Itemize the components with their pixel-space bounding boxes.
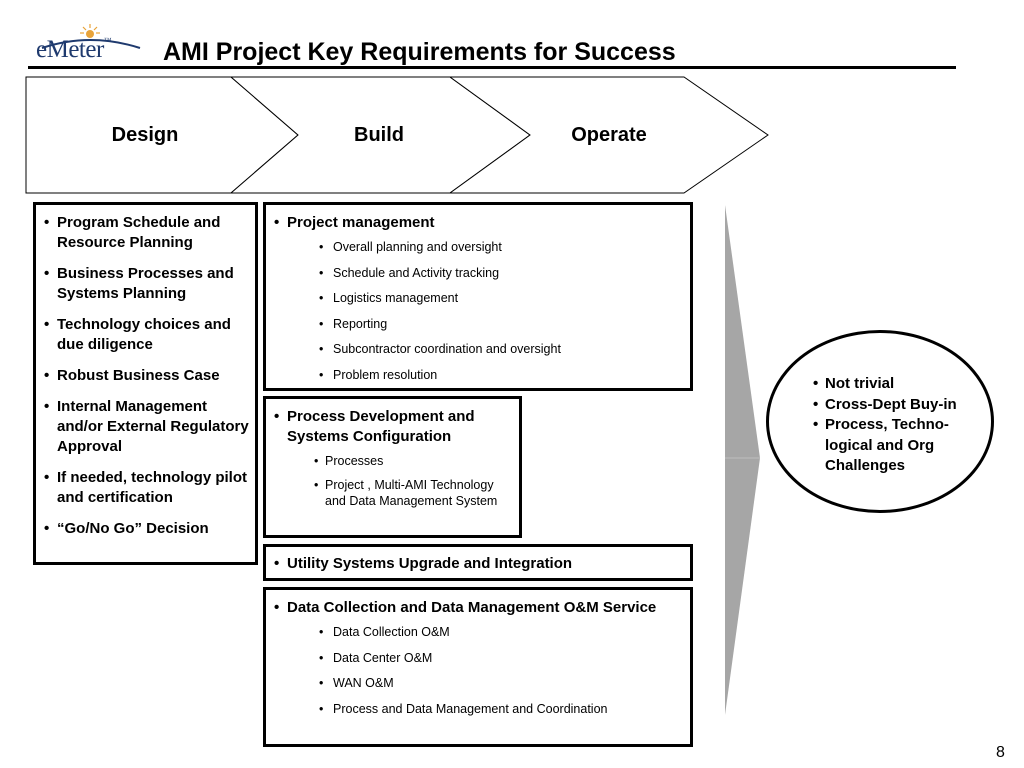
project-management-box: Project management Overall planning and … [263, 202, 693, 391]
title-underline [28, 66, 956, 69]
list-item: Logistics management [287, 290, 686, 306]
list-item: Technology choices and due diligence [42, 315, 251, 355]
list-item: Cross-Dept Buy-in [811, 395, 991, 416]
list-item: Business Processes and Systems Planning [42, 264, 251, 304]
section-heading: Data Collection and Data Management O&M … [272, 598, 686, 717]
page-number: 8 [996, 744, 1005, 761]
list-item: Processes [287, 453, 515, 469]
section-heading: Process Development and Systems Configur… [272, 407, 515, 509]
list-item: Process and Data Management and Coordina… [287, 701, 686, 717]
list-item: If needed, technology pilot and certific… [42, 468, 251, 508]
emeter-logo: eMeter™ [36, 22, 148, 68]
list-item: “Go/No Go” Decision [42, 519, 251, 539]
list-item: Reporting [287, 316, 686, 332]
phase-label-design: Design [111, 124, 179, 146]
gray-arrow [725, 205, 760, 715]
list-item: Internal Management and/or External Regu… [42, 397, 251, 457]
section-heading: Utility Systems Upgrade and Integration [272, 554, 686, 574]
phase-label-operate: Operate [571, 124, 647, 146]
logo-wordmark: eMeter™ [36, 36, 112, 63]
list-item: WAN O&M [287, 675, 686, 691]
process-development-box: Process Development and Systems Configur… [263, 396, 522, 538]
list-item: Robust Business Case [42, 366, 251, 386]
list-item: Program Schedule and Resource Planning [42, 213, 251, 253]
page-title: AMI Project Key Requirements for Success [163, 38, 676, 66]
design-requirements-box: Program Schedule and Resource Planning B… [33, 202, 258, 565]
list-item: Project , Multi-AMI Technology and Data … [287, 477, 515, 509]
list-item: Subcontractor coordination and oversight [287, 341, 686, 357]
phase-label-build: Build [354, 124, 404, 146]
logo-sun-icon [41, 24, 141, 49]
section-heading: Project management Overall planning and … [272, 213, 686, 383]
list-item: Problem resolution [287, 367, 686, 383]
list-item: Schedule and Activity tracking [287, 265, 686, 281]
data-collection-box: Data Collection and Data Management O&M … [263, 587, 693, 747]
list-item: Data Center O&M [287, 650, 686, 666]
list-item: Not trivial [811, 374, 991, 395]
list-item: Process, Techno-logical and Org Challeng… [811, 415, 991, 477]
summary-ellipse: Not trivial Cross-Dept Buy-in Process, T… [766, 330, 994, 513]
utility-systems-box: Utility Systems Upgrade and Integration [263, 544, 693, 581]
list-item: Overall planning and oversight [287, 239, 686, 255]
list-item: Data Collection O&M [287, 624, 686, 640]
chevron-operate [448, 76, 769, 194]
